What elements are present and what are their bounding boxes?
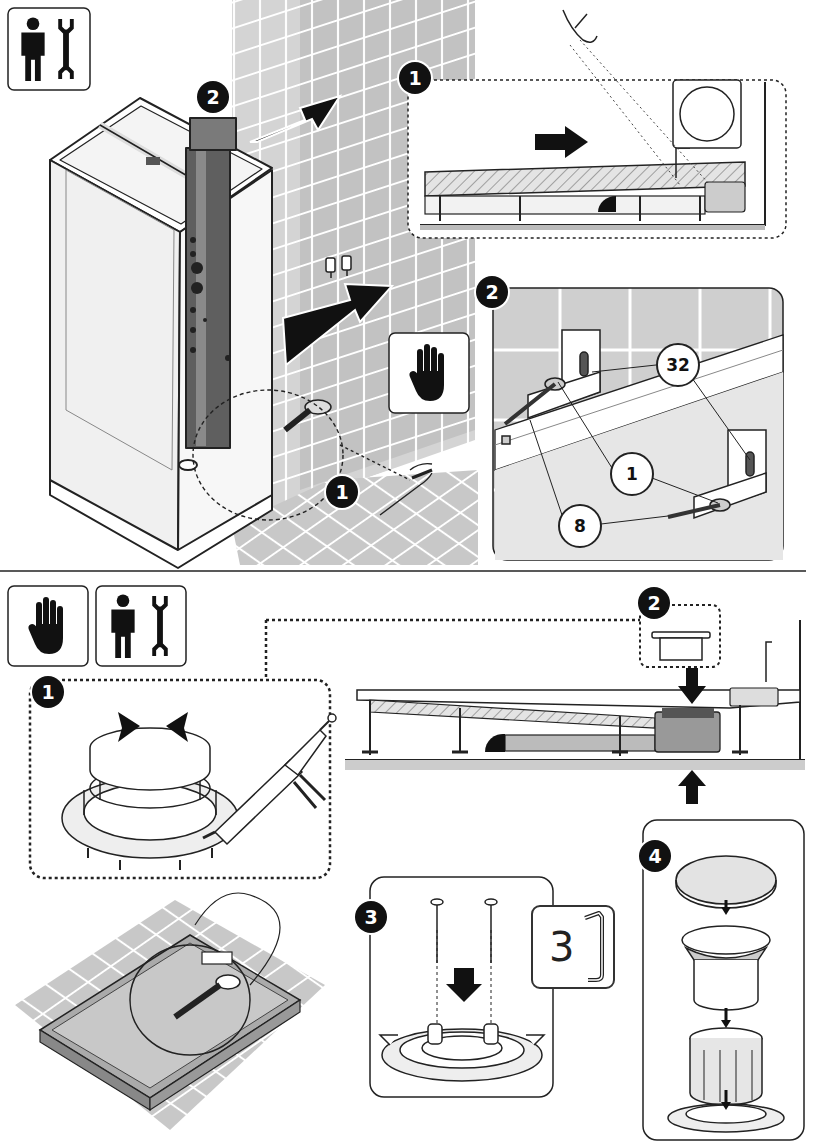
icon-box (8, 8, 90, 90)
node-text: 3 (364, 908, 377, 927)
node-text: 8 (574, 518, 586, 535)
detail-panel (370, 877, 553, 1097)
detail-panel (493, 288, 783, 560)
step-number: 1 (326, 476, 358, 508)
shower-cabin (50, 98, 272, 568)
hex-key-icon (532, 906, 614, 988)
hand-icon (389, 333, 469, 413)
detail-panel (643, 820, 804, 1140)
step-number: 3 (355, 901, 387, 933)
step-number: 2 (197, 81, 229, 113)
callout-number: 32 (656, 343, 700, 387)
node-text: 32 (666, 357, 690, 374)
direction-arrow (250, 96, 392, 365)
tray-isometric (15, 893, 325, 1130)
node-text: 2 (206, 88, 219, 107)
detail-panel (408, 10, 786, 238)
tray-cross-section (345, 620, 805, 804)
node-text: 2 (485, 283, 498, 302)
callout-number: 8 (558, 504, 602, 548)
step-number: 4 (639, 840, 671, 872)
icon-box (8, 586, 186, 666)
node-text: 1 (41, 683, 54, 702)
node-text: 2 (647, 594, 660, 613)
step-number: 1 (399, 62, 431, 94)
tool-size-box: 3 (531, 905, 615, 989)
step-number: 2 (476, 276, 508, 308)
node-text: 1 (408, 69, 421, 88)
node-text: 1 (335, 483, 348, 502)
node-text: 3 (549, 927, 574, 967)
node-text: 1 (626, 466, 638, 483)
callout-number: 1 (610, 452, 654, 496)
node-text: 4 (648, 847, 661, 866)
section-divider (0, 570, 806, 572)
marking-hand (193, 390, 432, 520)
step-number: 1 (32, 676, 64, 708)
leader-line (530, 365, 750, 524)
step-number: 2 (638, 587, 670, 619)
